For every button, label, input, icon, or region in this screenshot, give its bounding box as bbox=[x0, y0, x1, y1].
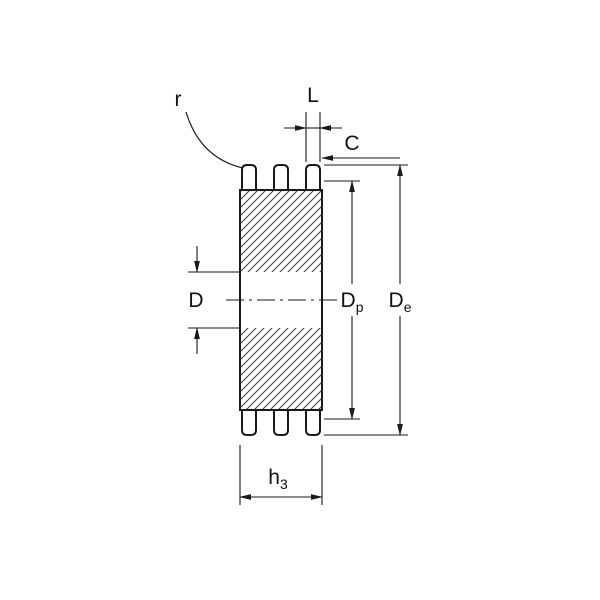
sprocket-body bbox=[239, 189, 323, 411]
tooth-bottom-middle bbox=[273, 409, 289, 436]
label-D: D bbox=[188, 289, 203, 312]
label-L: L bbox=[307, 84, 319, 107]
tooth-bottom-left bbox=[241, 409, 257, 436]
label-C: C bbox=[344, 132, 359, 155]
dimension-L: L bbox=[284, 84, 342, 162]
sprocket-teeth bbox=[241, 164, 321, 436]
dimension-r: r bbox=[175, 88, 244, 169]
dimension-h3: h3 bbox=[239, 445, 323, 505]
label-Dp: Dp bbox=[341, 289, 364, 315]
tooth-bottom-right bbox=[305, 409, 321, 436]
tooth-top-middle bbox=[273, 164, 289, 191]
dimension-Dp: Dp bbox=[324, 180, 364, 420]
dimension-C: C bbox=[321, 132, 400, 161]
tooth-top-left bbox=[241, 164, 257, 191]
r-leader-line bbox=[185, 111, 244, 169]
dimension-D: D bbox=[188, 246, 240, 354]
hub-section-hatch-lower bbox=[240, 328, 322, 410]
label-De: De bbox=[389, 289, 412, 315]
dimension-De: De bbox=[324, 164, 412, 436]
label-r: r bbox=[175, 88, 182, 111]
tooth-top-right bbox=[305, 164, 321, 191]
hub-section-hatch-upper bbox=[240, 190, 322, 272]
label-h3: h3 bbox=[268, 466, 288, 492]
